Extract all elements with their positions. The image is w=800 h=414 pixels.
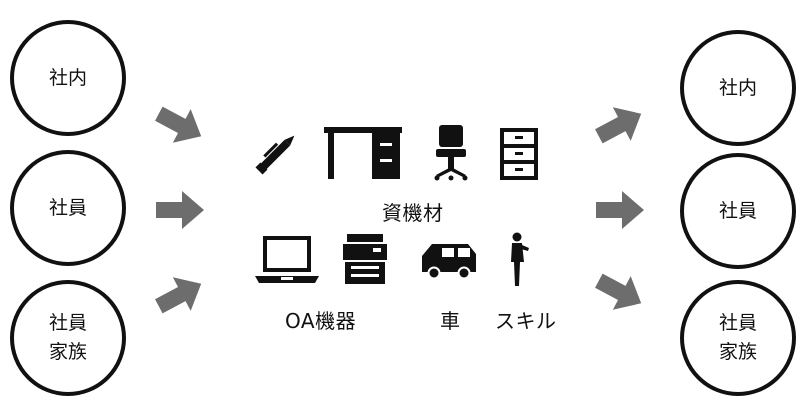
arrow-right-bottom	[595, 273, 642, 310]
desk-icon	[324, 127, 402, 179]
arrow-left-top	[155, 106, 202, 143]
arrow-left-bottom	[155, 277, 202, 314]
office-chair-icon	[434, 125, 468, 181]
person-icon	[511, 232, 529, 286]
left-node-employee: 社員	[10, 150, 126, 266]
left-node-family-label: 社員 家族	[48, 312, 87, 363]
oa-equipment-label: OA機器	[285, 309, 357, 333]
right-node-employee: 社員	[680, 153, 796, 269]
left-node-family: 社員 家族	[10, 280, 126, 396]
right-node-family: 社員 家族	[680, 280, 796, 396]
arrow-left-middle	[156, 191, 204, 229]
left-node-company-label: 社内	[48, 66, 87, 89]
left-node-employee-label: 社員	[48, 196, 87, 219]
right-node-company-label: 社内	[718, 76, 757, 99]
right-node-company: 社内	[680, 30, 796, 146]
right-node-family-label: 社員 家族	[718, 312, 757, 363]
materials-label: 資機材	[382, 201, 444, 225]
pen-icon	[255, 135, 295, 175]
skill-label: スキル	[495, 309, 557, 333]
arrow-right-top	[595, 107, 642, 144]
laptop-icon	[255, 236, 319, 283]
car-label: 車	[440, 309, 461, 333]
copier-icon	[343, 234, 387, 284]
filing-cabinet-icon	[500, 128, 538, 180]
left-node-company: 社内	[10, 20, 126, 136]
arrow-right-middle	[596, 191, 644, 229]
right-node-employee-label: 社員	[718, 199, 757, 222]
car-icon	[422, 244, 476, 280]
